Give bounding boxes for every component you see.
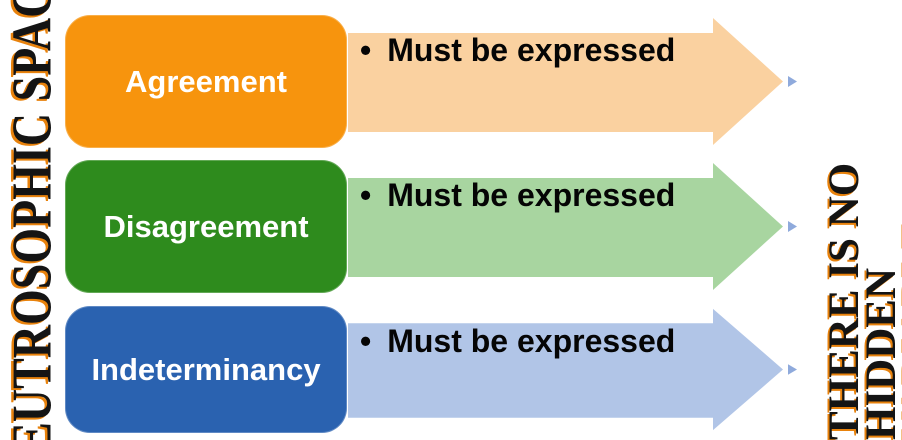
bullet-icon: • (360, 31, 372, 68)
bullet-icon: • (360, 322, 372, 359)
agreement-box: Agreement (65, 15, 347, 148)
agreement-box-label: Agreement (125, 63, 287, 99)
arrow-annotation-text: Must be expressed (387, 31, 676, 68)
diagram-row-indeterminancy: Indeterminancy • Must be expressed (0, 306, 902, 433)
arrow-tip-marker-icon (788, 221, 797, 232)
bullet-icon: • (360, 176, 372, 213)
arrow-tip-marker-icon (788, 76, 797, 87)
arrow-annotation: • Must be expressed (360, 322, 675, 360)
arrow-tip-marker-icon (788, 364, 797, 375)
arrow-body (348, 18, 783, 145)
diagram-row-disagreement: Disagreement • Must be expressed (0, 160, 902, 293)
indeterminancy-box-label: Indeterminancy (91, 351, 321, 387)
arrow-body (348, 163, 783, 290)
right-arrow-shape (348, 308, 797, 431)
disagreement-box: Disagreement (65, 160, 347, 293)
arrow-annotation: • Must be expressed (360, 176, 675, 214)
arrow-annotation: • Must be expressed (360, 31, 675, 69)
disagreement-box-label: Disagreement (103, 208, 309, 244)
arrow-body (348, 308, 783, 431)
right-arrow-shape (348, 18, 797, 145)
arrow-annotation-text: Must be expressed (387, 176, 676, 213)
diagram-row-agreement: Agreement • Must be expressed (0, 15, 902, 148)
indeterminancy-box: Indeterminancy (65, 306, 347, 433)
right-arrow-shape (348, 163, 797, 290)
arrow-annotation-text: Must be expressed (387, 322, 676, 359)
